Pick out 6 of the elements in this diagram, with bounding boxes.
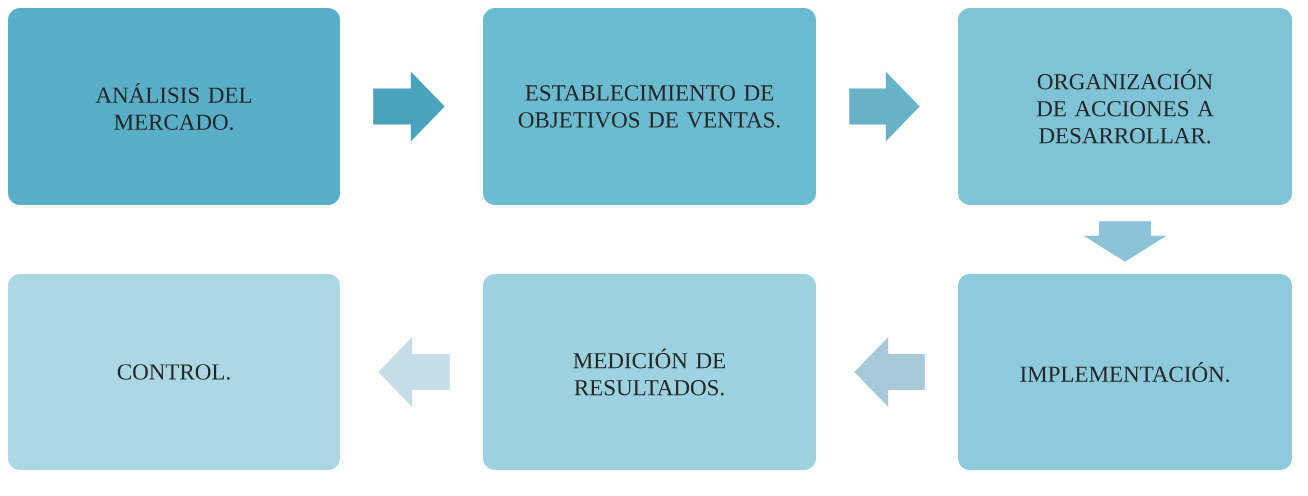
process-box: MEDICIÓN DE RESULTADOS.: [483, 274, 816, 470]
process-box: ANÁLISIS DEL MERCADO.: [8, 8, 340, 205]
process-box: IMPLEMENTACIÓN.: [958, 274, 1292, 470]
process-box: CONTROL.: [8, 274, 340, 470]
process-box: ORGANIZACIÓN DE ACCIONES A DESARROLLAR.: [958, 8, 1292, 205]
process-box: ESTABLECIMIENTO DE OBJETIVOS DE VENTAS.: [483, 8, 816, 205]
